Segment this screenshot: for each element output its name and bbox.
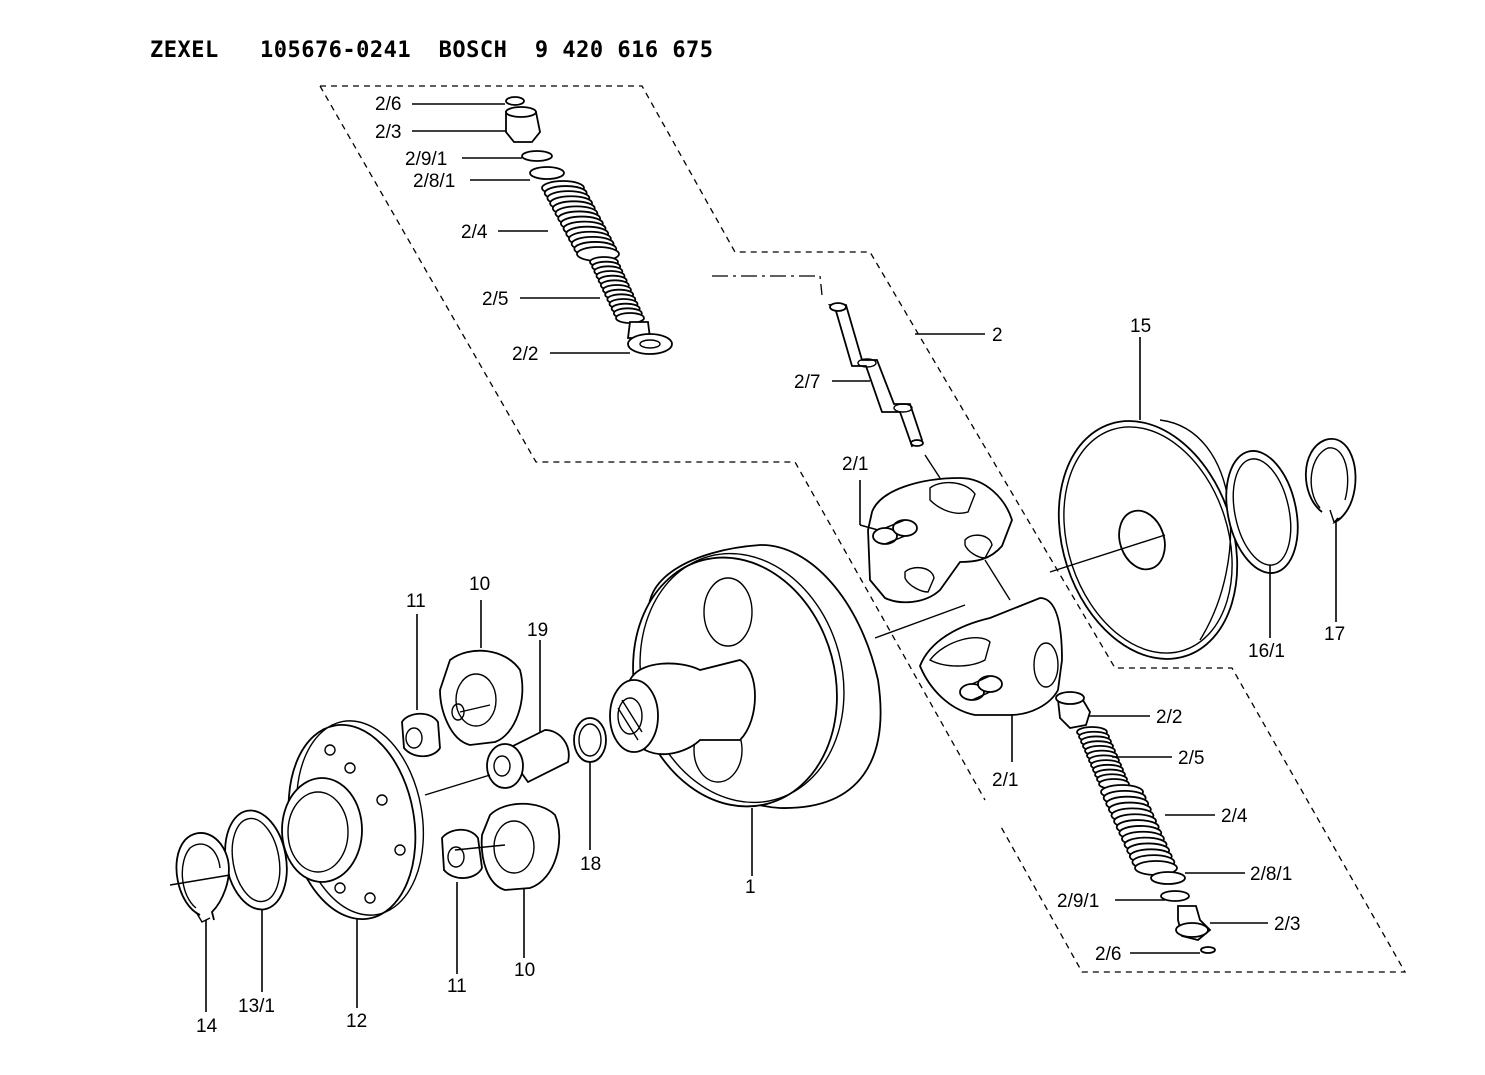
shaft-bracket (712, 275, 823, 296)
label-2-1-top: 2/1 (842, 454, 868, 475)
weight-10-bot (480, 802, 561, 891)
label-2: 2 (992, 325, 1003, 346)
label-2-6-top: 2/6 (375, 94, 401, 115)
label-2-5-top: 2/5 (482, 289, 508, 310)
label-16-1: 16/1 (1248, 641, 1285, 662)
assembly-2-boundary (319, 85, 1407, 973)
label-15: 15 (1130, 316, 1151, 337)
spring-2-5-top (589, 256, 645, 324)
label-2-7: 2/7 (794, 372, 820, 393)
circlip-17 (1304, 438, 1357, 525)
diagram-title: ZEXEL 105676-0241 BOSCH 9 420 616 675 (150, 38, 714, 63)
ring-16-1 (1225, 450, 1299, 574)
housing-1 (609, 544, 882, 809)
label-2-4-top: 2/4 (461, 222, 488, 243)
weight-10-top (439, 649, 524, 746)
label-10-bot: 10 (514, 960, 535, 981)
label-2-4-bot: 2/4 (1221, 806, 1248, 827)
hub-12 (281, 720, 425, 921)
label-1: 1 (745, 877, 756, 898)
shaft-2-7 (827, 302, 924, 448)
label-2-3-top: 2/3 (375, 122, 401, 143)
label-2-8-1-bot: 2/8/1 (1250, 864, 1292, 885)
label-13-1: 13/1 (238, 996, 275, 1017)
ring-18 (573, 717, 607, 763)
spring-2-5-bottom (1076, 726, 1130, 790)
spring-2-4-top (541, 180, 620, 262)
ring-13-1 (224, 809, 288, 911)
spring-2-4-bottom (1100, 784, 1178, 876)
callout-labels: 2/6 2/3 2/9/1 2/8/1 2/4 2/5 2/2 2/7 2 15… (196, 94, 1345, 1037)
label-2-8-1-top: 2/8/1 (413, 171, 455, 192)
label-2-9-1-bot: 2/9/1 (1057, 891, 1099, 912)
label-2-1-bot: 2/1 (992, 770, 1018, 791)
label-12: 12 (346, 1011, 367, 1032)
bushing-19 (486, 729, 570, 789)
pin-11-top (401, 712, 441, 758)
bottom-valve-stack (1055, 691, 1216, 954)
pin-11-bot (441, 828, 483, 879)
label-19: 19 (527, 620, 548, 641)
label-10-top: 10 (469, 574, 490, 595)
label-14: 14 (196, 1016, 218, 1037)
label-2-5-bot: 2/5 (1178, 748, 1204, 769)
circlip-14 (175, 832, 230, 923)
label-2-9-1-top: 2/9/1 (405, 149, 447, 170)
label-2-2-top: 2/2 (512, 344, 538, 365)
leader-lines (205, 103, 1337, 1012)
label-11-top: 11 (406, 591, 426, 612)
top-valve-stack (505, 96, 673, 355)
label-2-3-bot: 2/3 (1274, 914, 1300, 935)
label-17: 17 (1324, 624, 1345, 645)
label-2-2-bot: 2/2 (1156, 707, 1182, 728)
flyweight-upper (867, 477, 1013, 604)
label-11-bot: 11 (447, 976, 467, 997)
center-lines (169, 454, 1166, 886)
flyweight-lower (919, 597, 1063, 716)
label-18: 18 (580, 854, 601, 875)
label-2-6-bot: 2/6 (1095, 944, 1121, 965)
